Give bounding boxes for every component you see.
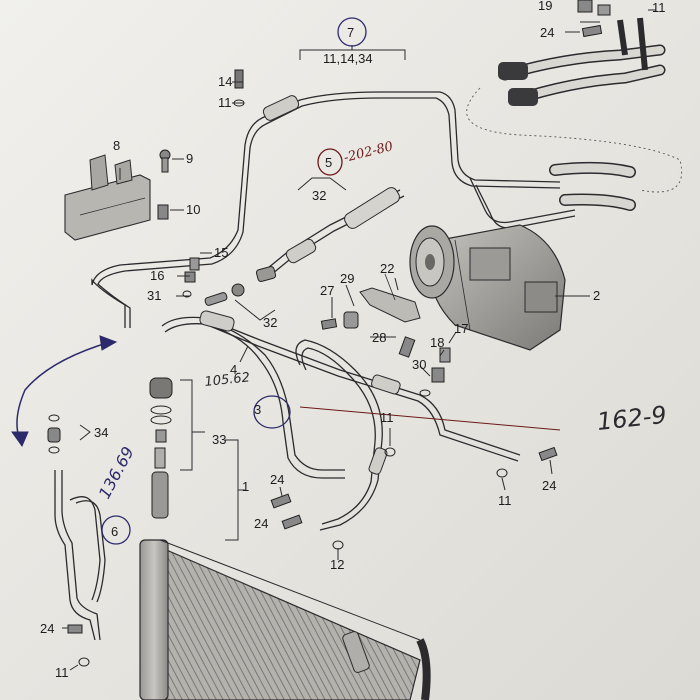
callout-24-left: 24 bbox=[40, 621, 54, 636]
callout-34: 34 bbox=[94, 425, 108, 440]
callout-11-right: 11 bbox=[498, 493, 512, 508]
handwritten-marks bbox=[11, 17, 367, 545]
callout-32-lower: 32 bbox=[263, 315, 277, 330]
callout-9: 9 bbox=[186, 151, 193, 166]
callout-1: 1 bbox=[242, 479, 249, 494]
callout-14: 14 bbox=[218, 74, 232, 89]
callout-4: 4 bbox=[230, 362, 237, 377]
bracket bbox=[359, 273, 421, 323]
upper-right-hoses bbox=[466, 17, 682, 211]
callout-27: 27 bbox=[320, 283, 334, 298]
callout-31: 31 bbox=[147, 288, 161, 303]
pipe-couplings bbox=[199, 95, 401, 475]
callout-22: 22 bbox=[380, 261, 394, 276]
condenser-tank bbox=[139, 539, 169, 700]
module-part bbox=[64, 154, 151, 241]
hardware-parts bbox=[67, 0, 611, 667]
callout-6: 6 bbox=[111, 524, 118, 539]
callout-18: 18 bbox=[430, 335, 444, 350]
callout-24-top: 24 bbox=[540, 25, 554, 40]
callout-19: 19 bbox=[538, 0, 552, 13]
callout-5: 5 bbox=[325, 155, 332, 170]
callout-24-mid: 24 bbox=[270, 472, 284, 487]
callout-24-low: 24 bbox=[254, 516, 268, 531]
note-mid: 105.62 bbox=[204, 370, 251, 390]
condenser bbox=[139, 539, 431, 700]
receiver-drier-assembly bbox=[47, 377, 173, 519]
circle-mark-5 bbox=[317, 148, 343, 176]
circle-mark-3 bbox=[253, 395, 291, 429]
callout-30: 30 bbox=[412, 357, 426, 372]
callout-33: 33 bbox=[212, 432, 226, 447]
callout-17: 17 bbox=[454, 321, 468, 336]
callout-29: 29 bbox=[340, 271, 354, 286]
handwritten-arrow bbox=[16, 341, 111, 441]
callout-labels: 7 11,14,34 14 11 8 9 10 5 32 15 16 31 32… bbox=[40, 0, 666, 680]
callout-11-topright: 11 bbox=[652, 0, 666, 15]
leader-lines bbox=[62, 9, 656, 671]
callout-7-parts: 11,14,34 bbox=[323, 51, 373, 66]
callout-11-mid: 11 bbox=[380, 410, 394, 425]
hose-end-lower bbox=[508, 88, 538, 106]
callout-3: 3 bbox=[254, 402, 261, 417]
compressor bbox=[409, 224, 566, 351]
callout-10: 10 bbox=[186, 202, 200, 217]
circle-mark-6 bbox=[101, 515, 131, 545]
callout-12: 12 bbox=[330, 557, 344, 572]
callout-11-bottom: 11 bbox=[55, 665, 69, 680]
callout-8: 8 bbox=[113, 138, 120, 153]
callout-28: 28 bbox=[372, 330, 386, 345]
callout-15: 15 bbox=[214, 245, 228, 260]
callout-16: 16 bbox=[150, 268, 164, 283]
circle-mark-7 bbox=[337, 17, 367, 47]
callout-11-top: 11 bbox=[218, 95, 232, 110]
callout-32-upper: 32 bbox=[312, 188, 326, 203]
callout-2: 2 bbox=[593, 288, 600, 303]
callout-7: 7 bbox=[347, 25, 354, 40]
hose-end-upper bbox=[498, 62, 528, 80]
callout-24-right: 24 bbox=[542, 478, 556, 493]
